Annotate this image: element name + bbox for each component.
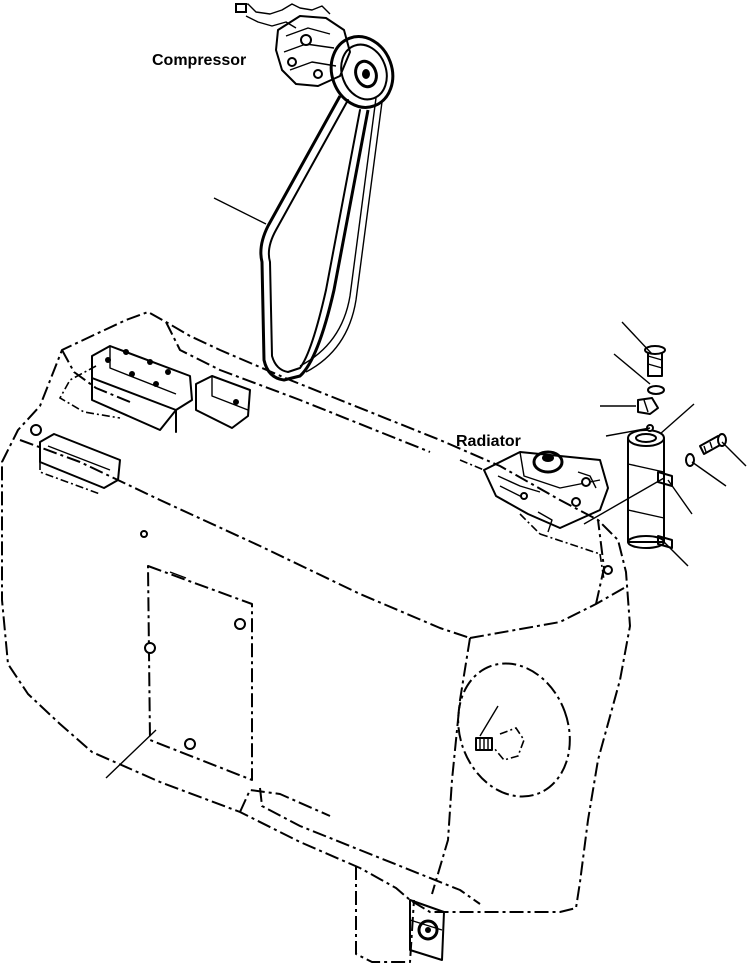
connector-block xyxy=(637,397,659,415)
left-bracket xyxy=(30,424,121,495)
washer-right xyxy=(685,453,695,467)
compressor-assembly xyxy=(235,3,395,109)
front-cover-panel xyxy=(144,565,253,781)
leader-lines xyxy=(583,321,747,567)
top-bracket-left xyxy=(58,345,193,433)
drive-belt xyxy=(259,95,383,382)
engine-bolt xyxy=(140,530,148,538)
filter-assembly xyxy=(627,429,673,549)
lower-mount xyxy=(409,899,445,961)
washer xyxy=(647,385,665,395)
compressor-label: Compressor xyxy=(152,52,246,69)
top-bracket-right xyxy=(195,375,251,429)
cover-leader xyxy=(105,729,157,779)
sensor-detail xyxy=(457,662,571,798)
bolt-right xyxy=(699,433,727,455)
radiator-assembly xyxy=(459,450,609,581)
radiator-label: Radiator xyxy=(456,433,521,450)
belt-leader xyxy=(213,197,267,225)
engine-outline xyxy=(1,311,631,963)
engine-bolt xyxy=(603,565,613,575)
